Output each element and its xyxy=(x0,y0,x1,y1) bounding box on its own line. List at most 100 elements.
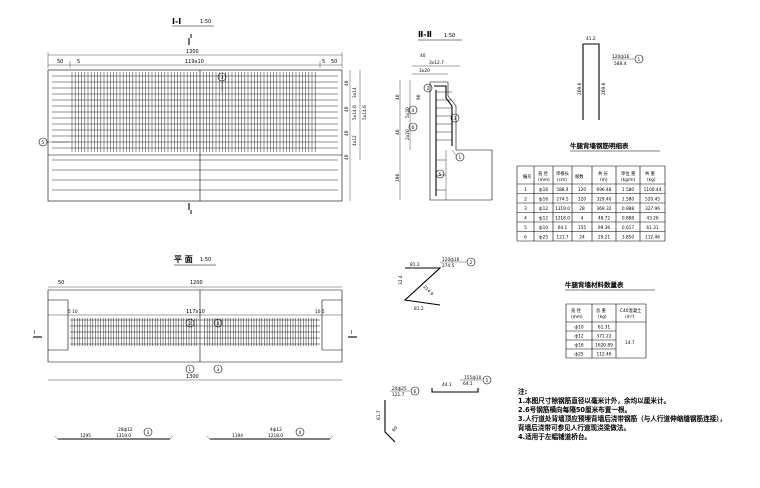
bar-6-marker: 6 xyxy=(414,389,417,395)
material-table-cell: ф10 xyxy=(574,325,583,331)
rebar-table-cell: 0.888 xyxy=(622,206,635,212)
side-dim-2: 5x14.6 xyxy=(352,105,358,120)
rebar-table-cell: 520.45 xyxy=(645,197,660,203)
bar-4-span: 1194 xyxy=(232,433,243,439)
sec2-dim-e: 2x20 xyxy=(405,129,411,140)
sec2-marker-3: 3 xyxy=(454,116,457,122)
rebar-table-cell: 1319.0 xyxy=(555,206,570,212)
section-2-title: Ⅱ-Ⅱ xyxy=(418,30,432,39)
rebar-table-cell: ф12 xyxy=(539,216,548,222)
rebar-table-grid xyxy=(516,165,666,242)
plan-title: 平 面 xyxy=(174,255,193,264)
side-dim-1: 3x14 xyxy=(352,87,358,98)
plan-marker-4: 4 xyxy=(217,321,220,327)
mt-unit-1: (kg) xyxy=(598,314,607,320)
sec2-dim-a: 40 xyxy=(420,53,426,59)
rebar-table-cell: 0.888 xyxy=(622,216,635,222)
rebar-table-cell: 112.46 xyxy=(645,235,660,241)
plan-marker-2: 2 xyxy=(189,321,192,327)
plan-scale: 1:50 xyxy=(200,257,211,263)
bar-4-len: 1218.0 xyxy=(268,433,283,439)
rebar-table-cell: 0.617 xyxy=(622,225,635,231)
bar-2-label: 120ф16 xyxy=(442,257,460,263)
bar-1-len: 588.4 xyxy=(614,61,627,67)
plan-marker-1: 1 xyxy=(189,367,192,373)
sec2-dim-d: 5x20 xyxy=(405,107,411,118)
bar-2-d4: 81.2 xyxy=(414,306,424,312)
bar-1-d1: 41.2 xyxy=(586,36,596,42)
sec2-marker-2: 2 xyxy=(427,86,430,92)
bar-5-d1: 44.1 xyxy=(442,382,452,388)
bar-6-len: 121.7 xyxy=(392,392,405,398)
material-table-cell: 371.22 xyxy=(596,334,611,340)
mt-concrete: 14.7 xyxy=(625,340,635,346)
section-1-vertical-bars xyxy=(71,72,316,152)
rebar-table-cell: ф16 xyxy=(539,187,548,193)
rebar-table: 牛腿背墙钢筋明细表 编号 直 径 (mm) 单根长 (cm) 根数 共 长 (m… xyxy=(516,141,666,242)
bar-1-marker: 1 xyxy=(638,57,641,63)
rebar-table-cell: 1.580 xyxy=(622,197,635,203)
rebar-table-cell: ф16 xyxy=(539,197,548,203)
note-2: 2.6号钢筋横向每隔50厘米布置一根。 xyxy=(518,406,632,414)
rebar-table-cell: 121.7 xyxy=(556,235,569,241)
rebar-table-cell: 1100.44 xyxy=(644,187,662,193)
bar-4-marker-circle xyxy=(295,427,305,437)
rebar-table-cell: 43.26 xyxy=(646,216,659,222)
sec2-dim-f: 196 xyxy=(395,174,401,182)
mt-head-2: C40混凝土 xyxy=(620,307,642,314)
section-2-view: Ⅱ-Ⅱ 1:50 40 3x12.7 3x20 40 40 196 5x20 2… xyxy=(395,30,493,201)
bar-3-span: 1295 xyxy=(80,433,91,439)
bar-3-marker: 3 xyxy=(147,430,150,436)
bar-4-label: 4ф12 xyxy=(270,427,282,433)
material-table-cell: 1620.89 xyxy=(595,343,613,349)
rebar-table-cell: 120 xyxy=(578,197,586,203)
section-1-horizontal-bars xyxy=(52,75,338,191)
marker-3: 3 xyxy=(221,75,224,81)
bar-5-shape xyxy=(431,388,479,393)
material-table-cell: 61.31 xyxy=(598,325,611,331)
rebar-table-cell: 4 xyxy=(524,216,527,222)
bar-2-shape xyxy=(403,267,442,306)
bar-3-detail: 1295 28ф12 1319.0 3 xyxy=(54,427,174,440)
bar-2-len: 274.5 xyxy=(442,263,455,269)
bar-6-label: 24ф25 xyxy=(392,386,407,392)
rebar-table-cell: ф12 xyxy=(539,206,548,212)
rebar-table-headers: 编号 直 径 (mm) 单根长 (cm) 根数 共 长 (m) 单位 重 (kg… xyxy=(523,170,656,183)
bar-1-shape xyxy=(583,43,600,120)
bar-2-detail: 120ф16 274.5 2 81.2 32.4 214.9 81.2 xyxy=(398,257,476,312)
rebar-table-cell: ф10 xyxy=(539,225,548,231)
leader-line xyxy=(451,149,457,156)
rebar-table-cell: 3 xyxy=(524,206,527,212)
rebar-table-title: 牛腿背墙钢筋明细表 xyxy=(570,141,629,150)
rebar-table-cell: 1.580 xyxy=(622,187,635,193)
plan-dim-mid: 117x10 xyxy=(186,309,205,315)
rebar-table-cell: 4 xyxy=(581,216,584,222)
bar-1-marker-circle xyxy=(634,54,644,64)
note-1: 1.本图尺寸除钢筋直径以毫米计外，余均以厘米计。 xyxy=(518,397,671,405)
material-table-cell: 112.46 xyxy=(596,352,611,358)
plan-left-edge xyxy=(48,299,69,351)
bar-4-detail: 1194 4ф12 1218.0 4 xyxy=(206,427,334,440)
sec2-marker-6: 6 xyxy=(412,125,415,131)
rt-unit-6: (kg) xyxy=(647,177,656,183)
sec2-marker-4: 4 xyxy=(412,108,415,114)
rebar-table-cell: 1218.0 xyxy=(555,216,570,222)
rebar-table-cell: 120 xyxy=(578,187,586,193)
sec2-dim-g: 90 xyxy=(416,94,422,100)
plan-marker-3-circle xyxy=(213,364,223,374)
material-table: 牛腿背墙材料数量表 直 径 (mm) 总 重 (kg) C40混凝土 (m³) … xyxy=(565,280,655,359)
sec2-marker-1: 1 xyxy=(459,155,462,161)
bar-2-d2: 32.4 xyxy=(398,275,404,285)
rt-unit-1: (mm) xyxy=(538,177,550,183)
bar-3-len: 1319.0 xyxy=(116,433,131,439)
bar-2-marker-circle xyxy=(466,257,476,267)
side-dim-5: 40 xyxy=(344,80,350,86)
rebar-table-cell: 61.31 xyxy=(646,225,659,231)
material-table-title: 牛腿背墙材料数量表 xyxy=(565,280,624,289)
rebar-table-cell: 155 xyxy=(578,225,586,231)
sec2-marker-6-circle xyxy=(408,122,418,132)
rebar-table-cell: 64.1 xyxy=(558,225,568,231)
